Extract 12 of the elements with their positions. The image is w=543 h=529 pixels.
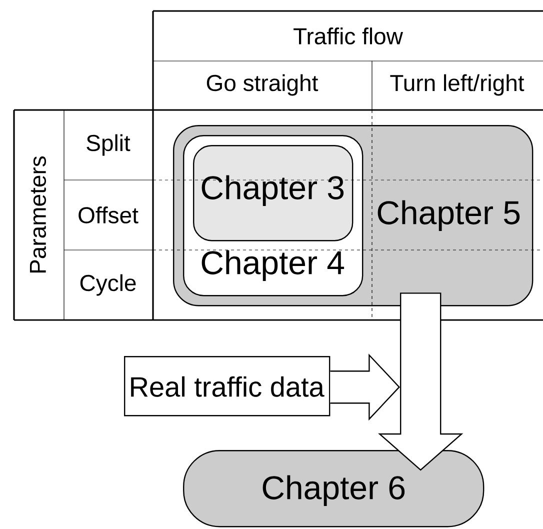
column-header: Go straight (206, 74, 318, 96)
row-group-label: Parameters (30, 156, 46, 273)
block-arrow (330, 354, 400, 421)
chapter-box: Chapter 3 (193, 145, 354, 242)
chapter-box: Chapter 6 (183, 450, 484, 528)
block-arrow (378, 292, 464, 471)
data-box: Real traffic data (124, 356, 330, 416)
row-label: Offset (78, 206, 138, 224)
row-label: Cycle (80, 274, 136, 296)
column-header: Traffic flow (294, 28, 403, 44)
column-header: Turn left/right (390, 74, 524, 96)
row-label: Split (86, 134, 130, 156)
